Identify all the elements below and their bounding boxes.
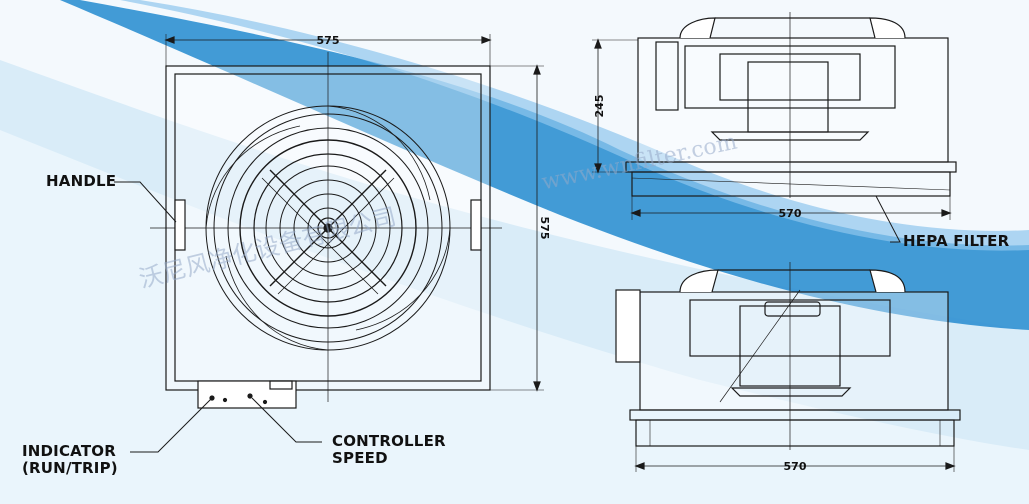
controller-label: CONTROLLER SPEED	[332, 433, 446, 467]
rear-width-label: 570	[784, 460, 807, 473]
controller-label-line1: CONTROLLER	[332, 432, 446, 450]
side-width-label: 570	[779, 207, 802, 220]
hepa-filter-label: HEPA FILTER	[903, 232, 1010, 250]
indicator-label-line2: (RUN/TRIP)	[22, 459, 118, 477]
control-box	[197, 380, 297, 409]
right-handle	[470, 199, 482, 251]
side-view	[592, 12, 957, 220]
front-view	[150, 34, 544, 409]
leader-lines	[114, 181, 901, 453]
left-handle	[174, 199, 186, 251]
rear-body	[639, 291, 949, 411]
side-height-label: 245	[593, 95, 606, 118]
indicator-label-line1: INDICATOR	[22, 442, 116, 460]
front-width-label: 575	[317, 34, 340, 47]
indicator-label: INDICATOR (RUN/TRIP)	[22, 443, 118, 477]
handle-label: HANDLE	[46, 172, 117, 190]
controller-label-line2: SPEED	[332, 449, 388, 467]
rear-view	[615, 262, 961, 472]
front-height-label: 575	[538, 217, 551, 240]
